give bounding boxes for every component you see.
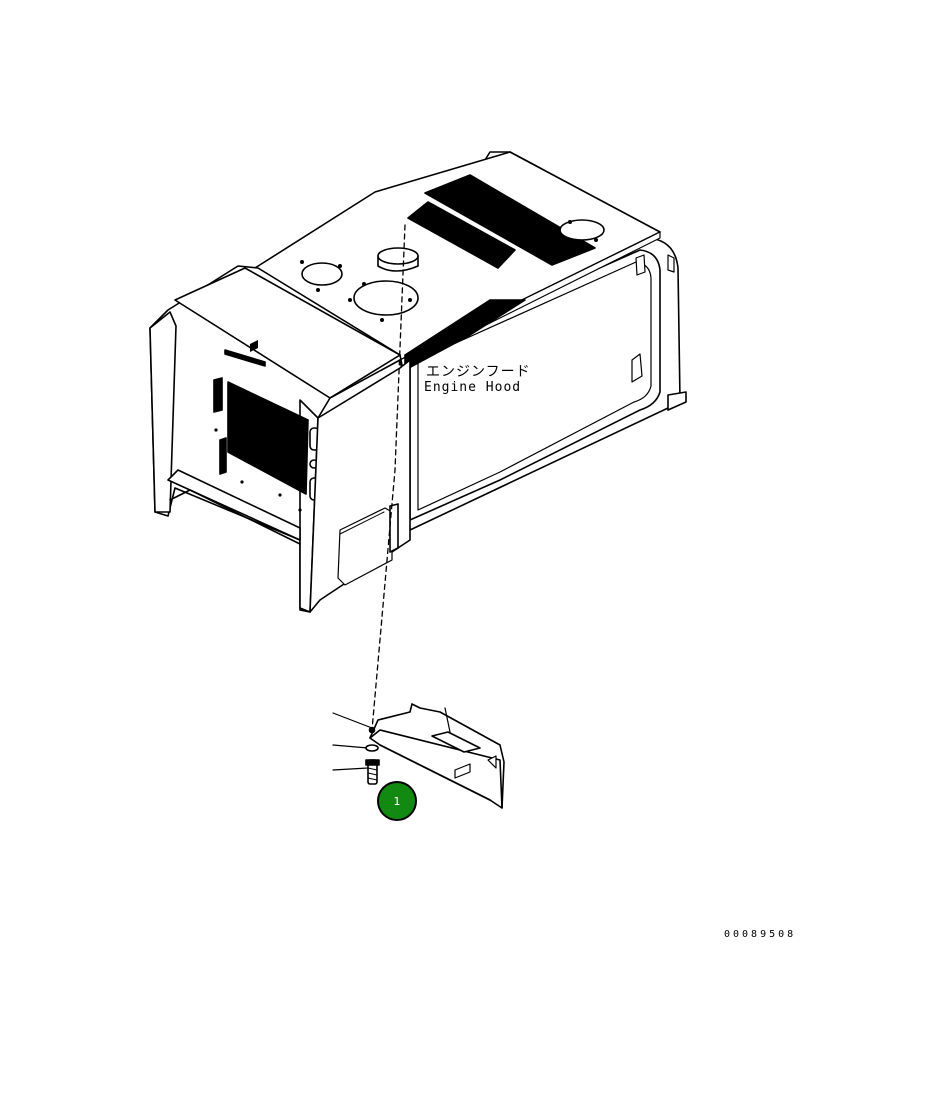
hood-top bbox=[254, 151, 661, 371]
fasteners bbox=[332, 712, 380, 785]
hood-right-side bbox=[399, 237, 687, 531]
part-label-japanese: エンジンフード bbox=[426, 364, 531, 380]
leader-line bbox=[371, 224, 406, 731]
part-label-english: Engine Hood bbox=[424, 380, 522, 395]
callout-number: 1 bbox=[393, 794, 401, 808]
drawing-number: 00089508 bbox=[724, 929, 797, 940]
callout-1-button[interactable]: 1 bbox=[377, 781, 417, 821]
cover-plate bbox=[369, 703, 505, 809]
hood-side-access-panel bbox=[309, 359, 411, 613]
hood-front-panel bbox=[149, 265, 403, 613]
